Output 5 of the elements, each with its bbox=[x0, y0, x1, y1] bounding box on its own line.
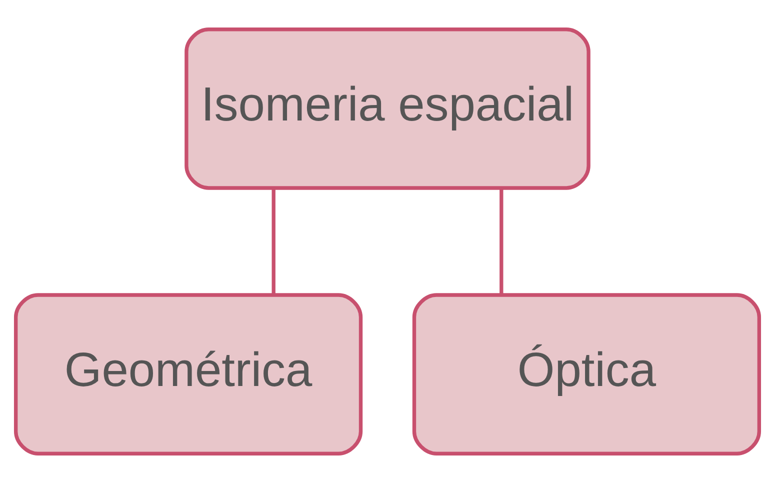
node-box: Isomeria espacial bbox=[184, 27, 590, 190]
node-box: Geométrica bbox=[14, 292, 363, 455]
connector bbox=[272, 188, 276, 294]
node-box: Óptica bbox=[412, 292, 762, 455]
connector bbox=[500, 188, 504, 294]
